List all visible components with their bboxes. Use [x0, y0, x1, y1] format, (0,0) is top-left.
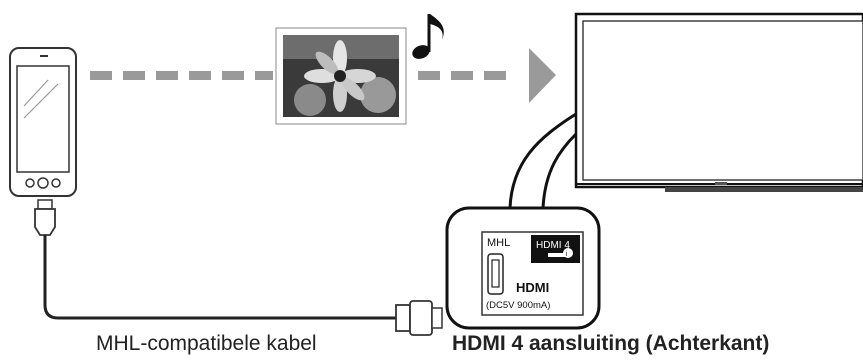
power-spec: (DC5V 900mA) [486, 300, 550, 311]
television [574, 12, 863, 192]
hdmi-logo: HDMI [516, 280, 549, 295]
mhl-label: MHL [487, 237, 510, 249]
music-note-icon [412, 14, 444, 59]
svg-text:i: i [566, 251, 568, 258]
port-panel: MHL HDMI 4 i HDMI (DC5V 900mA) [445, 206, 601, 330]
mhl-cable [43, 235, 396, 320]
home-button-icon [37, 177, 49, 189]
photo-icon [275, 27, 407, 125]
smartphone [9, 47, 77, 197]
micro-usb-plug-icon [34, 199, 56, 236]
back-button-icon [25, 178, 35, 188]
menu-button-icon [51, 178, 61, 188]
hdmi-socket-icon [487, 253, 504, 295]
arrow-right-icon [529, 48, 556, 103]
hdmi-plug-icon [395, 300, 443, 336]
tv-stand [665, 187, 863, 192]
cable-caption: MHL-compatibele kabel [96, 332, 317, 355]
hdmi-4-badge [531, 235, 580, 263]
hdmi-4-label: HDMI 4 [536, 240, 570, 251]
tv-logo-icon [715, 182, 727, 185]
port-caption: HDMI 4 aansluiting (Achterkant) [452, 332, 770, 355]
plug-icon: i [548, 248, 573, 258]
callout-line [508, 112, 578, 209]
transfer-dashed-line [90, 71, 506, 80]
